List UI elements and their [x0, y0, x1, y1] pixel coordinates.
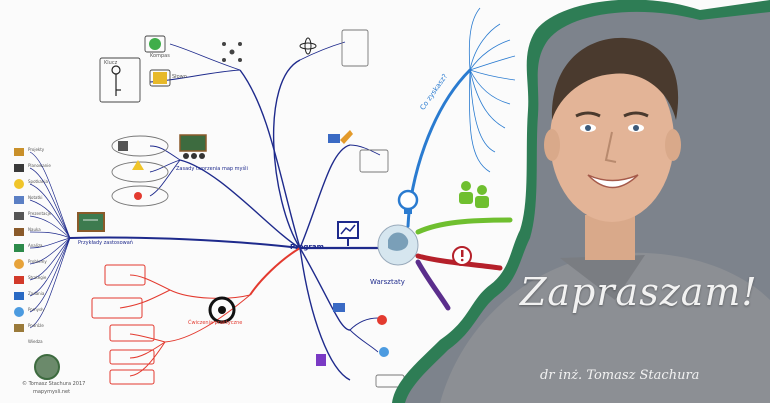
copyright-text: © Tomasz Stachura 2017	[22, 381, 86, 387]
zasady-label: Zasady tworzenia map myśli	[176, 166, 248, 172]
center-node	[377, 224, 419, 266]
left-leaves	[29, 151, 71, 329]
person-photo	[440, 37, 770, 403]
gears-icon	[208, 296, 236, 324]
zasady-cluster	[111, 135, 181, 207]
network-icon	[222, 42, 242, 62]
key-icon	[111, 65, 121, 96]
left-item-label: Strategie	[28, 275, 47, 280]
left-item-label: Spotkania	[28, 179, 48, 184]
left-item-label: Podróże	[28, 323, 44, 328]
warning-small-icon	[132, 160, 144, 170]
word-app-icon	[377, 315, 387, 325]
compass-icon	[149, 38, 161, 50]
left-icons	[14, 148, 24, 332]
website-text: mapymysli.net	[33, 389, 71, 395]
left-item-label: Pomysły	[28, 307, 45, 312]
center-label: Warsztaty	[370, 278, 405, 286]
top-left-cluster	[99, 35, 241, 103]
monitor-icon	[333, 303, 345, 312]
building-icon	[118, 141, 128, 151]
people-icon	[459, 181, 489, 208]
exercises-label: Ćwiczenia praktyczne	[188, 320, 243, 326]
globe-icon	[379, 347, 389, 357]
author-avatar	[34, 354, 60, 380]
left-item-label: Zadania	[28, 291, 45, 296]
teacher-board-icon	[179, 134, 207, 159]
kompas-label: Kompas	[150, 53, 170, 59]
left-item-label: Notatki	[28, 195, 43, 200]
chalkboard-icon	[77, 212, 105, 232]
left-item-label: Projekty	[28, 147, 45, 152]
left-item-label: Prezentacje	[28, 211, 52, 216]
pencil-icon	[340, 130, 353, 144]
left-item-label: Nauka	[28, 227, 41, 232]
atom-icon	[299, 37, 317, 55]
heart-icon	[134, 192, 142, 200]
slowo-label: Słowo	[172, 74, 187, 80]
book-icon	[316, 354, 326, 366]
left-item-label: Planowanie	[28, 163, 51, 168]
benefits-leaves	[468, 7, 516, 173]
word-icon	[153, 72, 167, 84]
warning-icon	[452, 246, 472, 266]
left-item-label: Wiedza	[28, 339, 43, 344]
headline: Zapraszam!	[520, 270, 758, 314]
presentation-icon	[337, 221, 359, 246]
presenter-name: dr inż. Tomasz Stachura	[540, 368, 700, 383]
program-label: Program	[290, 243, 324, 251]
left-branch-label: Przykłady zastosowań	[78, 240, 133, 246]
laptop-icon	[328, 134, 340, 143]
right-branches	[299, 29, 405, 388]
left-item-label: Analiza	[28, 243, 43, 248]
lightbulb-icon	[397, 189, 419, 214]
klucz-label: Klucz	[104, 60, 118, 66]
program-branches	[69, 59, 388, 381]
left-item-label: Problemy	[28, 259, 47, 264]
exercises-cluster	[91, 264, 251, 385]
